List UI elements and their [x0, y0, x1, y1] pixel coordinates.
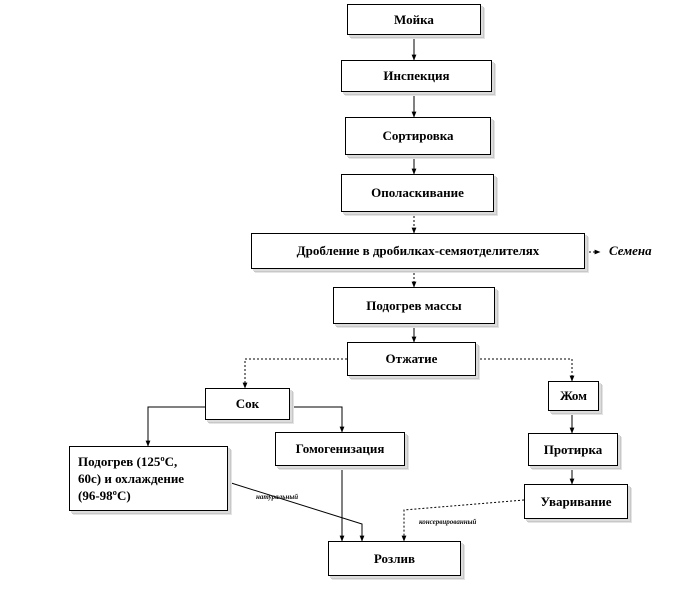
step-inspekciya: Инспекция — [341, 60, 492, 92]
step-otzhatie: Отжатие — [347, 342, 476, 376]
podogrev-line-3: (96-98ºС) — [78, 488, 131, 503]
note-konservirovannyi: консервированный — [419, 518, 477, 526]
arrow-otzhatie-zhom — [476, 358, 575, 382]
step-podogrev-ohlazhdenie: Подогрев (125ºС, 60с) и охлаждение (96-9… — [69, 446, 228, 511]
step-opolaskivanie: Ополаскивание — [341, 174, 494, 212]
step-sok: Сок — [205, 388, 290, 420]
step-gomogenizaciya: Гомогенизация — [275, 432, 405, 466]
step-podogrev-massy: Подогрев массы — [333, 287, 495, 324]
podogrev-line-1: Подогрев (125ºС, — [78, 454, 178, 469]
podogrev-line-2: 60с) и охлаждение — [78, 471, 185, 486]
step-rozliv: Розлив — [328, 541, 461, 576]
step-moika: Мойка — [347, 4, 481, 35]
step-protirka: Протирка — [528, 433, 618, 466]
arrow-uvarivanie-rozliv — [401, 499, 525, 542]
arrow-sok-podogrev — [145, 406, 205, 447]
step-droblenie: Дробление в дробилках-семяотделителях — [251, 233, 585, 269]
step-uvarivanie: Уваривание — [524, 484, 628, 519]
step-zhom: Жом — [548, 381, 599, 411]
step-sortirovka: Сортировка — [345, 117, 491, 155]
note-naturalnyi: натуральный — [256, 493, 299, 501]
arrow-sok-gomogenizaciya — [290, 406, 345, 433]
side-output-semena: Семена — [609, 243, 652, 258]
arrow-podogrev-rozliv — [227, 481, 365, 542]
arrow-otzhatie-sok — [242, 358, 347, 389]
